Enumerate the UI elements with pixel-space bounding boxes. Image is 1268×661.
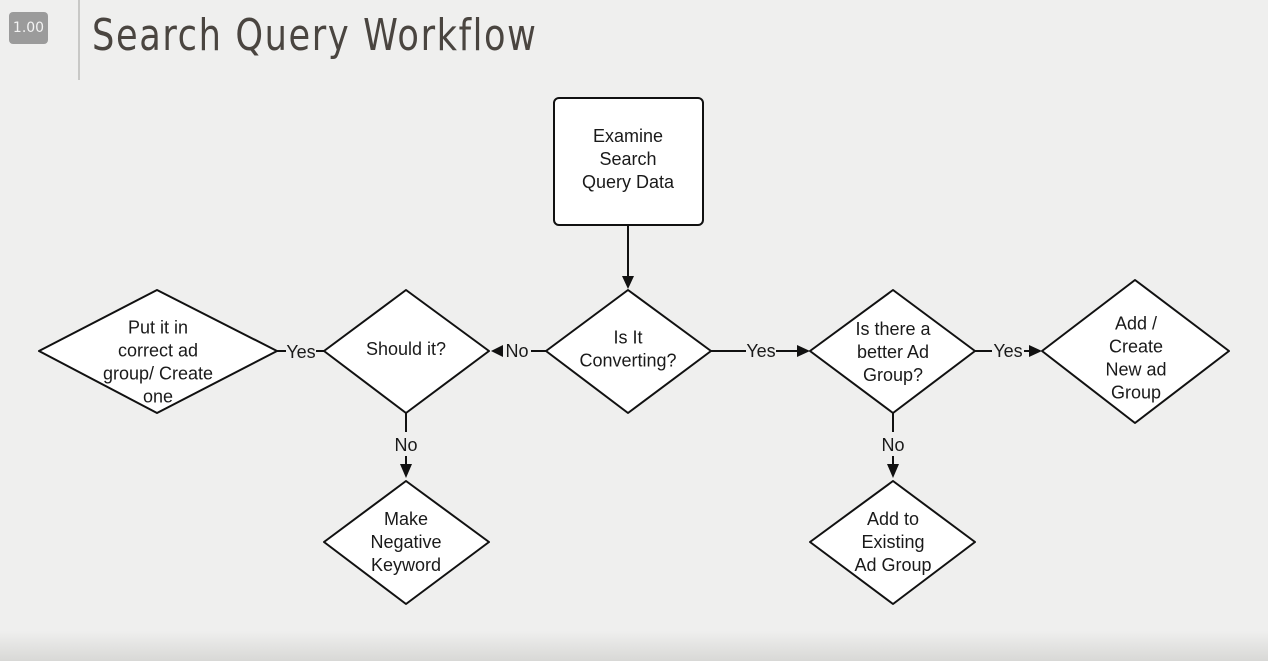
connectors bbox=[277, 226, 1042, 478]
arrowhead-better bbox=[797, 345, 810, 357]
edge-labels: No Yes Yes No Yes No bbox=[286, 341, 1022, 455]
label-converting-no: No bbox=[505, 341, 528, 361]
node-should-it: Should it? bbox=[323, 289, 490, 414]
node-better-ad-group: Is there a better Ad Group? bbox=[809, 289, 976, 414]
playback-speed-badge[interactable]: 1.00 bbox=[9, 12, 48, 44]
node-label-line: Keyword bbox=[371, 555, 441, 575]
node-label-line: Create bbox=[1109, 337, 1163, 357]
node-label-line: Put it in bbox=[128, 318, 188, 338]
node-label-line: Query Data bbox=[582, 172, 675, 192]
label-better-no: No bbox=[881, 435, 904, 455]
node-label-line: Group? bbox=[863, 365, 923, 385]
node-label-line: Group bbox=[1111, 383, 1161, 403]
node-converting-text: Is It Converting? bbox=[579, 328, 676, 371]
arrowhead-should bbox=[491, 345, 503, 357]
node-label-line: Ad Group bbox=[854, 555, 931, 575]
arrowhead-converting bbox=[622, 276, 634, 289]
label-converting-yes: Yes bbox=[746, 341, 775, 361]
label-should-yes: Yes bbox=[286, 342, 315, 362]
node-should-text: Should it? bbox=[366, 339, 446, 359]
node-label-line: group/ Create bbox=[103, 364, 213, 384]
node-label-line: Should it? bbox=[366, 339, 446, 359]
node-existing-text: Add to Existing Ad Group bbox=[854, 509, 931, 575]
node-label-line: Is there a bbox=[855, 319, 931, 339]
node-add-to-existing-ad-group: Add to Existing Ad Group bbox=[809, 480, 976, 605]
node-label-line: correct ad bbox=[118, 341, 198, 361]
bottom-shade bbox=[0, 631, 1268, 661]
node-label-line: Negative bbox=[370, 532, 441, 552]
node-label-line: one bbox=[143, 387, 173, 407]
node-label-line: New ad bbox=[1105, 360, 1166, 380]
label-should-no: No bbox=[394, 435, 417, 455]
arrowhead-addnew bbox=[1029, 345, 1042, 357]
node-label-line: Existing bbox=[861, 532, 924, 552]
node-label-line: Converting? bbox=[579, 351, 676, 371]
node-better-text: Is there a better Ad Group? bbox=[855, 319, 931, 385]
label-better-yes: Yes bbox=[993, 341, 1022, 361]
node-label-line: Is It bbox=[613, 328, 642, 348]
node-is-it-converting: Is It Converting? bbox=[545, 289, 712, 414]
title-divider bbox=[78, 0, 80, 80]
node-label-line: Make bbox=[384, 509, 428, 529]
node-label-line: Add to bbox=[867, 509, 919, 529]
slide-title: Search Query Workflow bbox=[92, 10, 538, 61]
node-label-line: better Ad bbox=[857, 342, 929, 362]
node-label-line: Examine bbox=[593, 126, 663, 146]
node-label-line: Search bbox=[599, 149, 656, 169]
node-put-text: Put it in correct ad group/ Create one bbox=[103, 318, 213, 407]
node-label-line: Add / bbox=[1115, 314, 1157, 334]
node-put-in-correct-ad-group: Put it in correct ad group/ Create one bbox=[38, 289, 278, 414]
arrowhead-existing bbox=[887, 464, 899, 478]
arrowhead-negative bbox=[400, 464, 412, 478]
